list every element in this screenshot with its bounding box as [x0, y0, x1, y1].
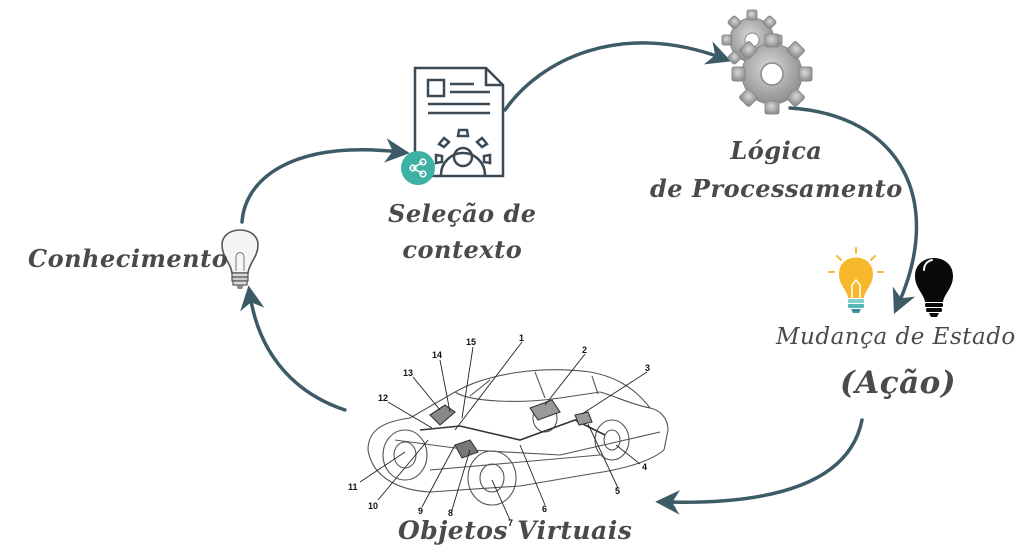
logica-line-2: de Processamento [650, 174, 903, 203]
lightbulb-dark-icon [915, 258, 953, 317]
callout-9: 9 [418, 506, 423, 516]
callout-4: 4 [642, 462, 647, 472]
logica-line-1: Lógica [730, 136, 823, 165]
callout-10: 10 [368, 501, 378, 511]
selecao-line-1: Seleção de [388, 199, 537, 228]
car-callout-lines [359, 341, 648, 521]
car-callout-numbers: 1 2 3 4 5 6 7 8 9 10 11 12 13 14 15 [348, 333, 650, 528]
arrow-logica-to-mudanca [788, 106, 919, 314]
callout-3: 3 [645, 363, 650, 373]
arrow-objetos-to-conhecimento [240, 285, 347, 412]
lightbulb-lit-icon [828, 247, 884, 313]
gears-icon [721, 9, 813, 115]
arrow-acao-to-objetos [655, 418, 864, 515]
cycle-arrows [240, 41, 919, 515]
document-gear-icon [413, 66, 505, 178]
callout-11: 11 [348, 482, 358, 492]
callout-5: 5 [615, 486, 620, 496]
callout-14: 14 [432, 350, 442, 360]
callout-1: 1 [519, 333, 524, 343]
node-label-objetos-virtuais: Objetos Virtuais [398, 516, 633, 545]
lightbulb-outline-icon [221, 229, 259, 289]
node-label-acao: (Ação) [840, 365, 957, 401]
callout-7: 7 [508, 518, 513, 528]
callout-8: 8 [448, 508, 453, 518]
callout-12: 12 [378, 393, 388, 403]
selecao-line-2: contexto [402, 235, 523, 264]
node-label-logica-processamento: Lógica de Processamento [650, 132, 903, 208]
callout-15: 15 [466, 337, 476, 347]
node-label-selecao-contexto: Seleção de contexto [388, 196, 537, 268]
callout-13: 13 [403, 368, 413, 378]
callout-6: 6 [542, 504, 547, 514]
car-diagram [367, 369, 669, 506]
share-icon [401, 151, 435, 185]
arrow-selecao-to-logica [503, 41, 732, 112]
node-label-mudanca-estado: Mudança de Estado [776, 324, 1016, 350]
node-label-conhecimento: Conhecimento [28, 244, 229, 273]
callout-2: 2 [582, 345, 587, 355]
arrow-conhecimento-to-selecao [240, 138, 410, 224]
